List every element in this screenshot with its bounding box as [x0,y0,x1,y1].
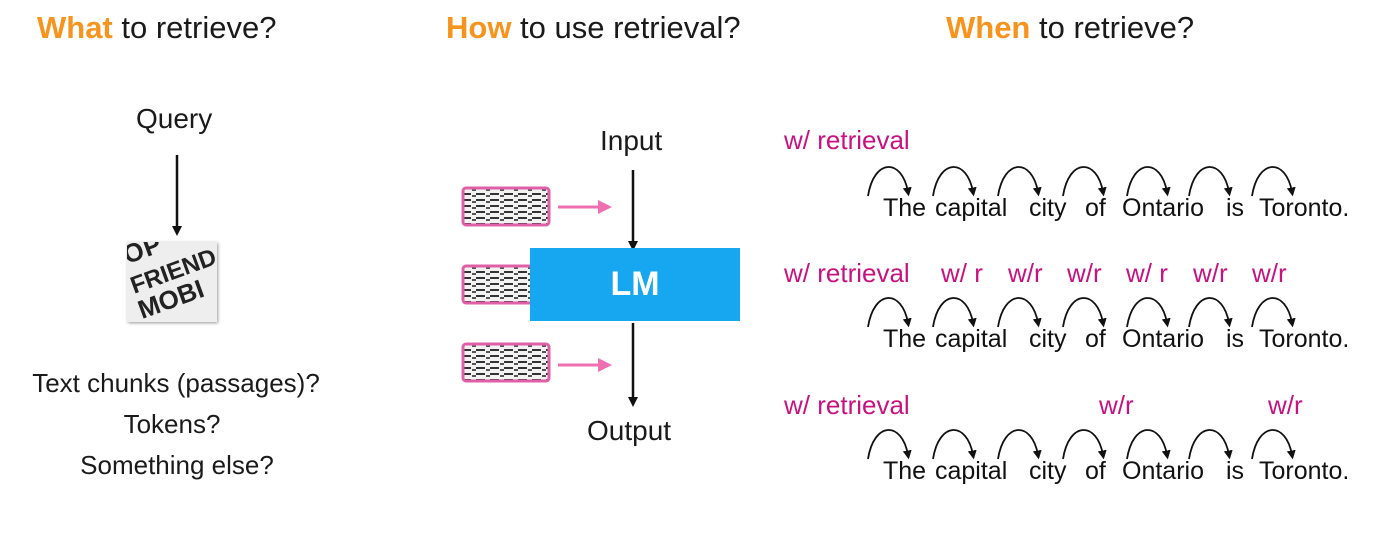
sentence-word: Toronto. [1259,457,1350,485]
sentence-word: Ontario [1122,457,1204,485]
token-arrows [867,166,1296,460]
token-arrow [1251,166,1296,197]
row3-label-0: w/ retrieval [784,390,910,420]
document-image: OP FRIEND MOBI [127,242,217,322]
header-when-keyword: When [946,10,1031,45]
sentence-word: The [883,457,927,485]
token-arrow [1188,166,1233,197]
token-arrow [1126,297,1171,328]
sentence-word: capital [935,457,1008,485]
header-how-rest: to use retrieval? [511,10,741,45]
sentence-word: is [1226,457,1245,485]
sentence-word: Toronto. [1259,194,1350,222]
token-arrow [997,166,1042,197]
row2-label-6: w/r [1252,258,1287,288]
header-what-rest: to retrieve? [112,10,277,45]
output-label: Output [587,415,672,446]
sentence-word: The [883,325,927,353]
input-label: Input [600,125,663,156]
sentence-word: is [1226,194,1245,222]
token-arrow [932,297,977,328]
token-arrow [1062,297,1107,328]
sentence-word: of [1085,457,1106,485]
token-arrow [997,297,1042,328]
lm-box: LM [530,248,740,321]
question-tokens: Tokens? [123,409,221,439]
row2-label-5: w/r [1193,258,1228,288]
sentence-word: The [883,194,927,222]
row2-label-4: w/ r [1126,258,1168,288]
sentence-word: of [1085,325,1106,353]
token-arrow [1126,166,1171,197]
sentence-word: Ontario [1122,325,1204,353]
token-arrow [932,166,977,197]
token-arrow [1062,166,1107,197]
sentence-word: city [1029,325,1067,353]
row1-label-0: w/ retrieval [784,125,910,155]
token-arrow [1062,429,1107,460]
sentence-word: city [1029,194,1067,222]
lm-label: LM [610,265,660,303]
passage-thumbnail-top [461,186,551,227]
token-arrow [1188,297,1233,328]
query-label: Query [136,103,213,134]
header-how-keyword: How [446,10,512,45]
row2-label-0: w/ retrieval [784,258,910,288]
sentence-word: capital [935,194,1008,222]
sentence-word: Toronto. [1259,325,1350,353]
token-arrow [867,429,912,460]
sentence-word: city [1029,457,1067,485]
token-arrow [932,429,977,460]
token-arrow [1126,429,1171,460]
row3-label-1: w/r [1099,390,1134,420]
header-when-rest: to retrieve? [1030,10,1195,45]
header-what: What to retrieve? [37,10,276,46]
token-arrow [867,297,912,328]
token-arrow [997,429,1042,460]
passage-thumbnail-bottom [461,342,551,383]
question-passages: Text chunks (passages)? [32,368,320,398]
row2-label-1: w/ r [941,258,983,288]
row2-label-3: w/r [1067,258,1102,288]
sentence-word: of [1085,194,1106,222]
header-what-keyword: What [37,10,113,45]
header-when: When to retrieve? [946,10,1194,46]
sentence-word: Ontario [1122,194,1204,222]
token-arrow [1188,429,1233,460]
sentence-word: capital [935,325,1008,353]
header-how: How to use retrieval? [446,10,741,46]
row3-label-2: w/r [1268,390,1303,420]
token-arrow [1251,297,1296,328]
token-arrow [1251,429,1296,460]
question-other: Something else? [80,450,274,480]
sentence-word: is [1226,325,1245,353]
row2-label-2: w/r [1008,258,1043,288]
token-arrow [867,166,912,197]
